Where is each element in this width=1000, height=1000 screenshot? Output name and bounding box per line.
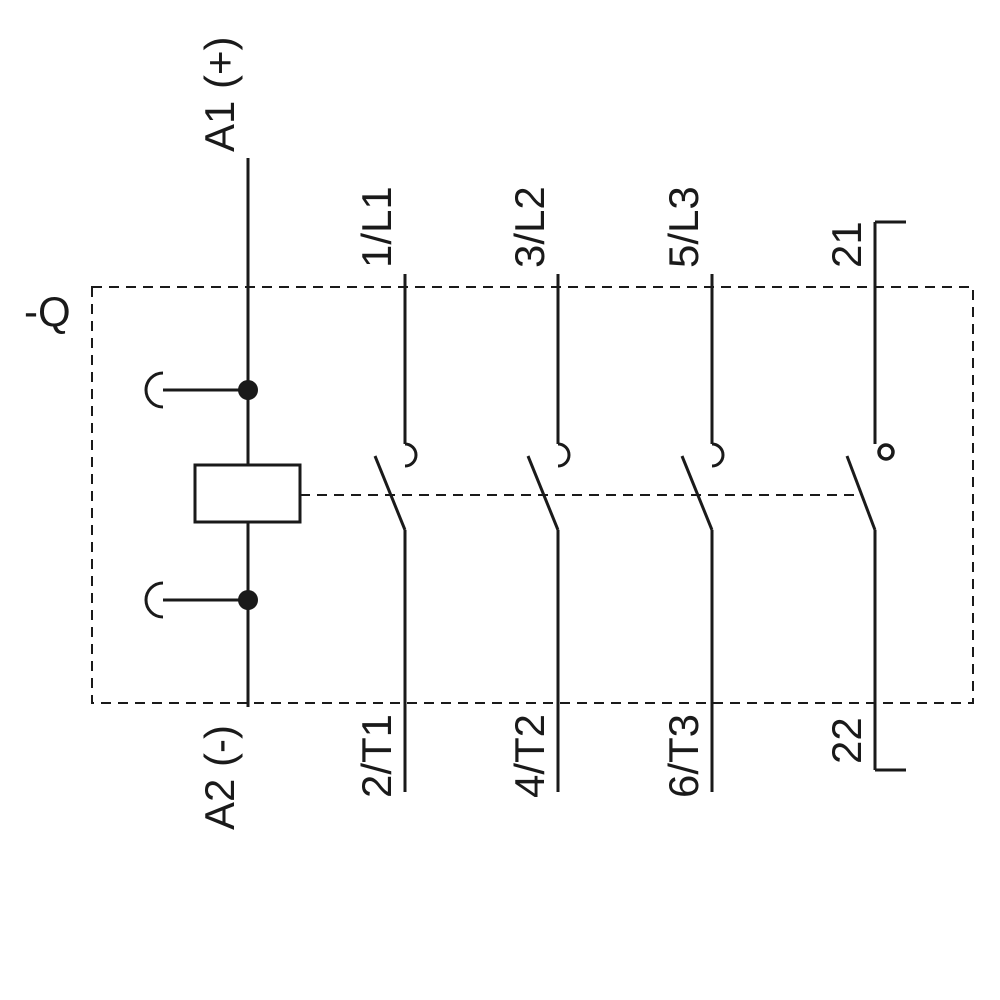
- device-designation-label: -Q: [24, 288, 71, 335]
- auxiliary-contact: 21 22: [823, 220, 906, 772]
- aux-bottom-terminal-label: 22: [823, 717, 870, 764]
- pole-2-fixed-contact-arc-icon: [557, 442, 571, 468]
- pole-1-fixed-contact-arc-icon: [404, 442, 418, 468]
- pole-1-top-terminal-label: 1/L1: [353, 186, 400, 268]
- pole-2-moving-contact-blade: [526, 455, 560, 531]
- pole-3-bottom-terminal-label: 6/T3: [660, 714, 707, 798]
- pole-2-top-terminal-label: 3/L2: [506, 186, 553, 268]
- pole-3-moving-contact-blade: [680, 455, 714, 531]
- main-pole-1: 1/L1 2/T1: [353, 186, 418, 798]
- plug-connector-top-icon: [144, 371, 164, 409]
- coil-symbol: [193, 463, 302, 524]
- junction-dot-top: [238, 380, 258, 400]
- plug-connector-bottom-icon: [144, 581, 164, 619]
- coil-branch: A1 (+) A2 (-): [144, 36, 302, 830]
- main-pole-3: 5/L3 6/T3: [660, 186, 725, 798]
- aux-top-terminal-label: 21: [823, 221, 870, 268]
- coil-terminal-a1-label: A1 (+): [196, 36, 243, 152]
- main-pole-2: 3/L2 4/T2: [506, 186, 571, 798]
- junction-dot-bottom: [238, 590, 258, 610]
- aux-moving-contact-blade: [845, 455, 877, 531]
- aux-fixed-contact-ring-icon: [877, 443, 895, 461]
- contactor-boundary: [91, 286, 974, 704]
- coil-terminal-a2-label: A2 (-): [196, 725, 243, 830]
- pole-1-moving-contact-blade: [373, 455, 407, 531]
- pole-3-fixed-contact-arc-icon: [711, 442, 725, 468]
- pole-3-top-terminal-label: 5/L3: [660, 186, 707, 268]
- pole-2-bottom-terminal-label: 4/T2: [506, 714, 553, 798]
- pole-1-bottom-terminal-label: 2/T1: [353, 714, 400, 798]
